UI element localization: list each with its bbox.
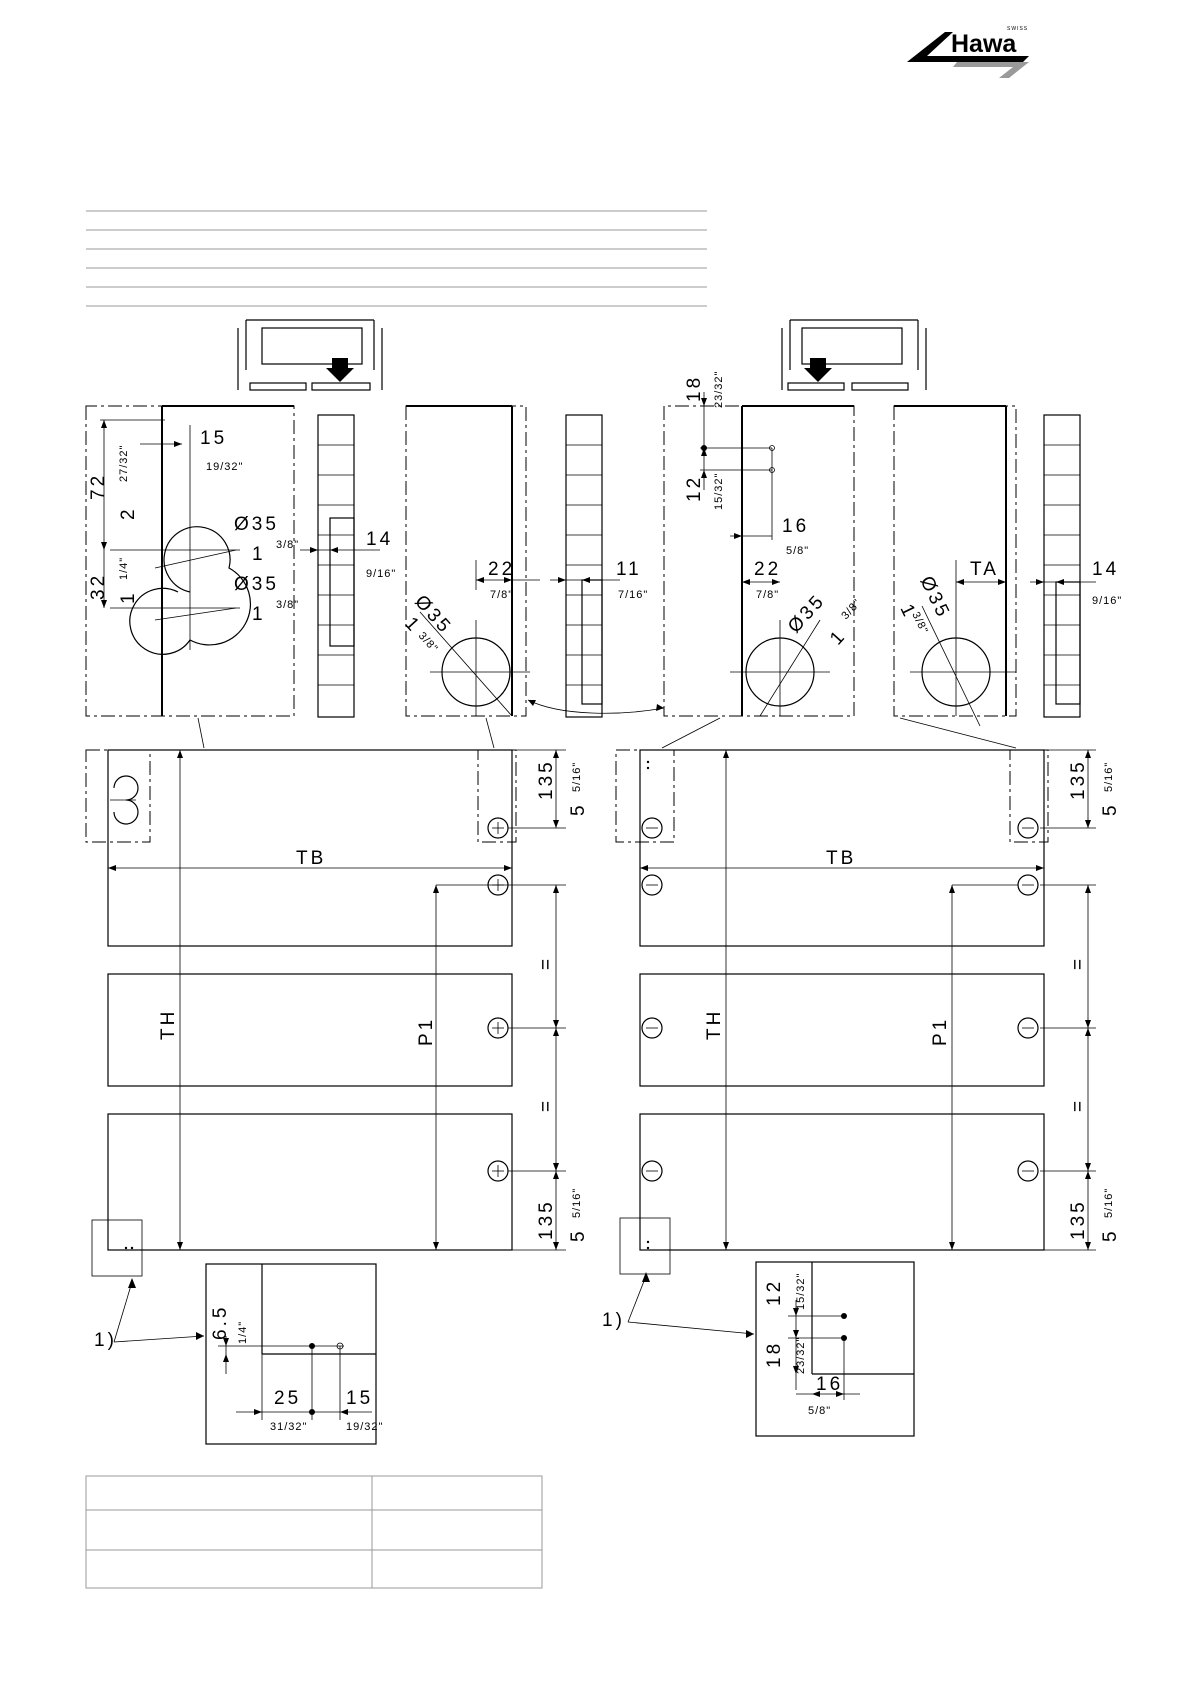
eq-right-1: = — [1068, 956, 1089, 970]
dim-22-b: 22 — [754, 559, 781, 580]
frac-9-16-b: 9/16" — [1092, 595, 1122, 607]
dim-14-b: 14 — [1092, 559, 1119, 580]
dim-32: 32 — [88, 573, 109, 600]
dim-18-a: 18 — [684, 375, 705, 402]
frac-19-32-b: 19/32" — [346, 1421, 383, 1433]
note-1-left: 1) — [94, 1330, 117, 1351]
dim-72-inch: 2 — [118, 506, 139, 520]
frac-5-16-a: 5/16" — [571, 762, 583, 792]
side-view-1 — [300, 414, 380, 718]
frac-3-8-b: 3/8" — [276, 599, 299, 611]
dim-22-a: 22 — [488, 559, 515, 580]
note-leader-right — [627, 1321, 755, 1335]
dim-14-a: 14 — [366, 529, 393, 550]
frac-5-16-d: 5/16" — [1103, 1188, 1115, 1218]
dim-16-b: 16 — [816, 1374, 843, 1395]
dim-phi35-b-inch: 1 — [252, 604, 266, 625]
leader-lines — [197, 717, 1017, 749]
left-door-assembly — [85, 749, 566, 1277]
frac-5-16-b: 5/16" — [571, 1188, 583, 1218]
dim-135-b-inch: 5 — [568, 1228, 589, 1242]
dim-135-c-inch: 5 — [1100, 802, 1121, 816]
hawa-logo-tagline: SWISS — [1007, 26, 1028, 32]
frac-1-4-b: 1/4" — [237, 1321, 249, 1344]
dim-11: 11 — [616, 559, 642, 580]
dim-15-a: 15 — [200, 428, 227, 449]
inset-detail-right — [755, 1261, 915, 1437]
dim-135-a-inch: 5 — [568, 802, 589, 816]
dim-135-c: 135 — [1068, 759, 1089, 800]
dim-135-d: 135 — [1068, 1199, 1089, 1240]
side-view-2 — [550, 414, 620, 718]
dim-12-a: 12 — [684, 475, 705, 502]
frac-7-8-b: 7/8" — [756, 589, 779, 601]
dim-15-b: 15 — [346, 1388, 373, 1409]
eq-left-1: = — [536, 956, 557, 970]
orientation-icon-left — [237, 319, 383, 391]
note-1-right: 1) — [602, 1310, 625, 1331]
frac-5-8-a: 5/8" — [786, 545, 809, 557]
inset-detail-left — [205, 1263, 377, 1445]
frac-23-32-a: 23/32" — [713, 371, 725, 408]
dim-135-b: 135 — [536, 1199, 557, 1240]
dim-72: 72 — [88, 473, 109, 500]
dim-135-d-inch: 5 — [1100, 1228, 1121, 1242]
hawa-logo: Hawa SWISS — [905, 22, 1035, 82]
detail-single-bore-b — [663, 392, 855, 717]
frac-3-8-d: 3/8" — [839, 597, 863, 622]
dim-tb-right: TB — [826, 848, 856, 869]
orientation-icon-right — [781, 319, 927, 391]
dim-phi35-a: Ø35 — [234, 514, 279, 535]
hawa-logo-mark: Hawa SWISS — [907, 26, 1029, 78]
dim-135-a: 135 — [536, 759, 557, 800]
frac-7-16: 7/16" — [618, 589, 648, 601]
side-view-3 — [1030, 414, 1096, 718]
dim-6-5: 6.5 — [210, 1305, 231, 1340]
dim-p1-right: P1 — [930, 1017, 951, 1046]
dim-phi35-d: Ø35 — [784, 590, 830, 637]
frac-9-16-a: 9/16" — [366, 568, 396, 580]
dim-tb-left: TB — [296, 848, 326, 869]
dim-16-a: 16 — [782, 516, 809, 537]
dim-ta: TA — [970, 559, 999, 580]
empty-table — [85, 1475, 543, 1589]
dim-phi35-b: Ø35 — [234, 574, 279, 595]
connector-curve — [527, 699, 665, 714]
title-lines — [86, 210, 707, 307]
note-leader-left — [113, 1335, 205, 1343]
dim-th-right: TH — [704, 1009, 725, 1040]
dim-th-left: TH — [158, 1009, 179, 1040]
dim-phi35-d-inch: 1 — [826, 625, 851, 649]
dim-phi35-a-inch: 1 — [252, 544, 266, 565]
frac-23-32-b: 23/32" — [795, 1337, 807, 1374]
detail-single-bore-a — [405, 405, 540, 717]
frac-1-4-a: 1/4" — [118, 557, 130, 580]
dim-32-inch: 1 — [118, 590, 139, 604]
frac-15-32-a: 15/32" — [713, 473, 725, 510]
frac-31-32: 31/32" — [270, 1421, 307, 1433]
eq-left-2: = — [536, 1098, 557, 1112]
dim-25: 25 — [274, 1388, 301, 1409]
dim-p1-left: P1 — [416, 1017, 437, 1046]
frac-3-8-a: 3/8" — [276, 539, 299, 551]
right-door-assembly — [615, 749, 1096, 1275]
eq-right-2: = — [1068, 1098, 1089, 1112]
frac-27-32: 27/32" — [118, 445, 130, 482]
frac-7-8-a: 7/8" — [490, 589, 513, 601]
frac-15-32-b: 15/32" — [795, 1273, 807, 1310]
hawa-logo-text: Hawa — [951, 30, 1017, 58]
dim-12-b: 12 — [764, 1279, 785, 1306]
frac-19-32-a: 19/32" — [206, 461, 243, 473]
frac-5-8-b: 5/8" — [808, 1405, 831, 1417]
frac-3-8-e: 3/8" — [909, 610, 930, 636]
frac-5-16-c: 5/16" — [1103, 762, 1115, 792]
detail-double-bore — [85, 405, 295, 717]
detail-single-bore-ta — [893, 405, 1017, 727]
dim-18-b: 18 — [764, 1341, 785, 1368]
